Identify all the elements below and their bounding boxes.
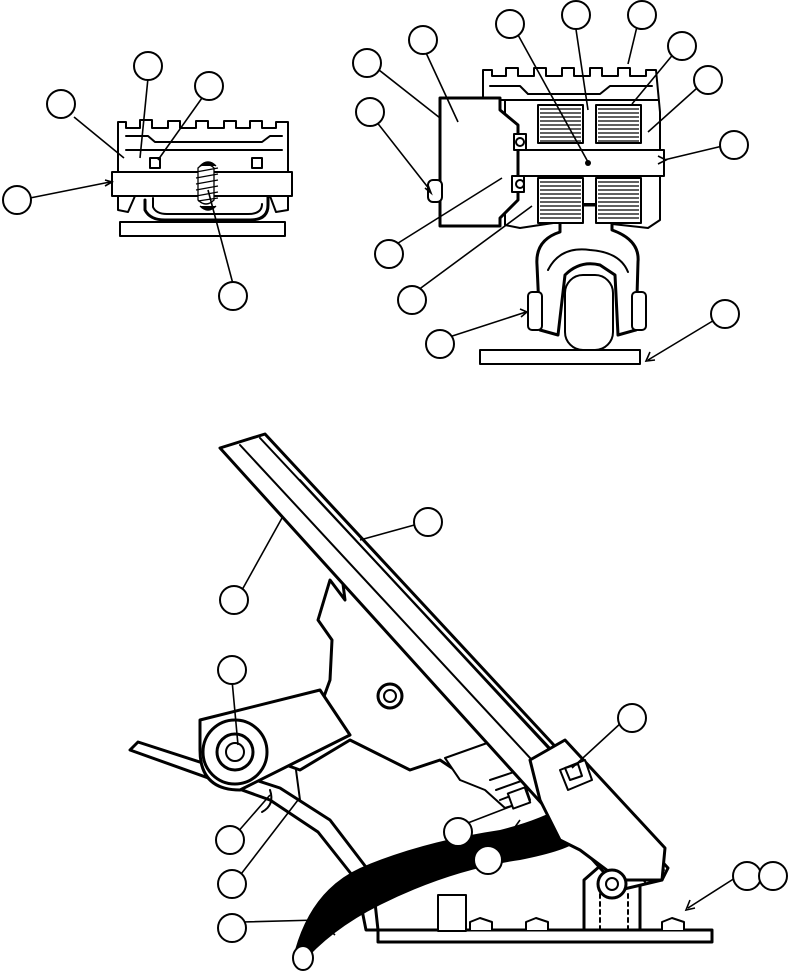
right-sensor-housing xyxy=(438,96,520,228)
callout-balloon xyxy=(352,48,382,78)
callout-balloon xyxy=(495,9,525,39)
callout-balloon xyxy=(46,89,76,119)
callout-balloon xyxy=(133,51,163,81)
cable-clamp xyxy=(437,894,467,932)
callout-balloon xyxy=(2,185,32,215)
callout-balloon xyxy=(217,869,247,899)
right-clevis xyxy=(535,203,640,337)
callout-balloon xyxy=(408,25,438,55)
left-section-view xyxy=(2,51,293,311)
callout-balloon xyxy=(355,97,385,127)
callout-balloon xyxy=(194,71,224,101)
left-leader-shaft xyxy=(29,179,115,199)
callout-balloon xyxy=(374,239,404,269)
right-section-view xyxy=(352,0,749,365)
callout-balloon xyxy=(758,861,788,891)
side-cable xyxy=(295,805,578,966)
left-spring-bracket xyxy=(143,194,270,222)
callout-balloon xyxy=(443,817,473,847)
callout-balloon xyxy=(710,299,740,329)
callout-balloon xyxy=(217,913,247,943)
side-pivot-block xyxy=(528,738,667,882)
left-base-plate xyxy=(119,221,286,237)
side-base-plate xyxy=(376,928,714,944)
callout-balloon xyxy=(413,507,443,537)
left-coil-spring xyxy=(195,161,219,211)
right-base-plate xyxy=(479,349,641,365)
callout-balloon xyxy=(667,31,697,61)
callout-balloon xyxy=(219,585,249,615)
callout-balloon xyxy=(732,861,762,891)
callout-balloon xyxy=(215,825,245,855)
callout-balloon xyxy=(425,329,455,359)
right-friction-discs xyxy=(537,104,642,224)
callout-balloon xyxy=(217,655,247,685)
callout-balloon xyxy=(218,281,248,311)
callout-balloon xyxy=(561,0,591,30)
callout-balloon xyxy=(473,845,503,875)
callout-balloon xyxy=(627,0,657,30)
right-roller xyxy=(564,274,614,351)
callout-balloon xyxy=(693,65,723,95)
callout-balloon xyxy=(719,130,749,160)
side-view xyxy=(128,432,788,971)
callout-balloon xyxy=(397,285,427,315)
right-shaft xyxy=(493,149,665,177)
callout-balloon xyxy=(617,703,647,733)
